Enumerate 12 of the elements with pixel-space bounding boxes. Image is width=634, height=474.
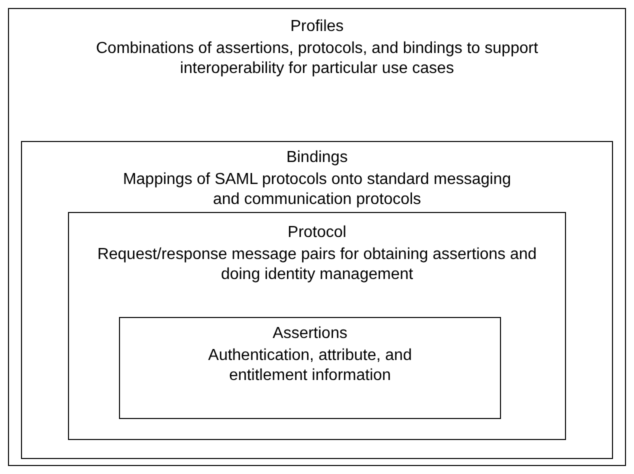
layer-description: Authentication, attribute, and entitlement information — [207, 346, 413, 386]
layer-title: Protocol — [288, 223, 346, 243]
layer-box — [68, 212, 566, 440]
layer-description: Mappings of SAML protocols onto standard messaging and communication protocols — [122, 170, 512, 210]
layer-box — [119, 317, 501, 419]
layer-description: Request/response message pairs for obtaining assertions and doing identity management — [97, 245, 537, 285]
layer-box — [21, 141, 613, 459]
layer-title: Assertions — [272, 324, 348, 344]
layer-title: Profiles — [290, 17, 344, 37]
layer-title: Bindings — [286, 148, 348, 168]
layer-box — [8, 8, 626, 466]
layer-description: Combinations of assertions, protocols, and bindings to support interoperability for particular use cases — [94, 39, 540, 79]
